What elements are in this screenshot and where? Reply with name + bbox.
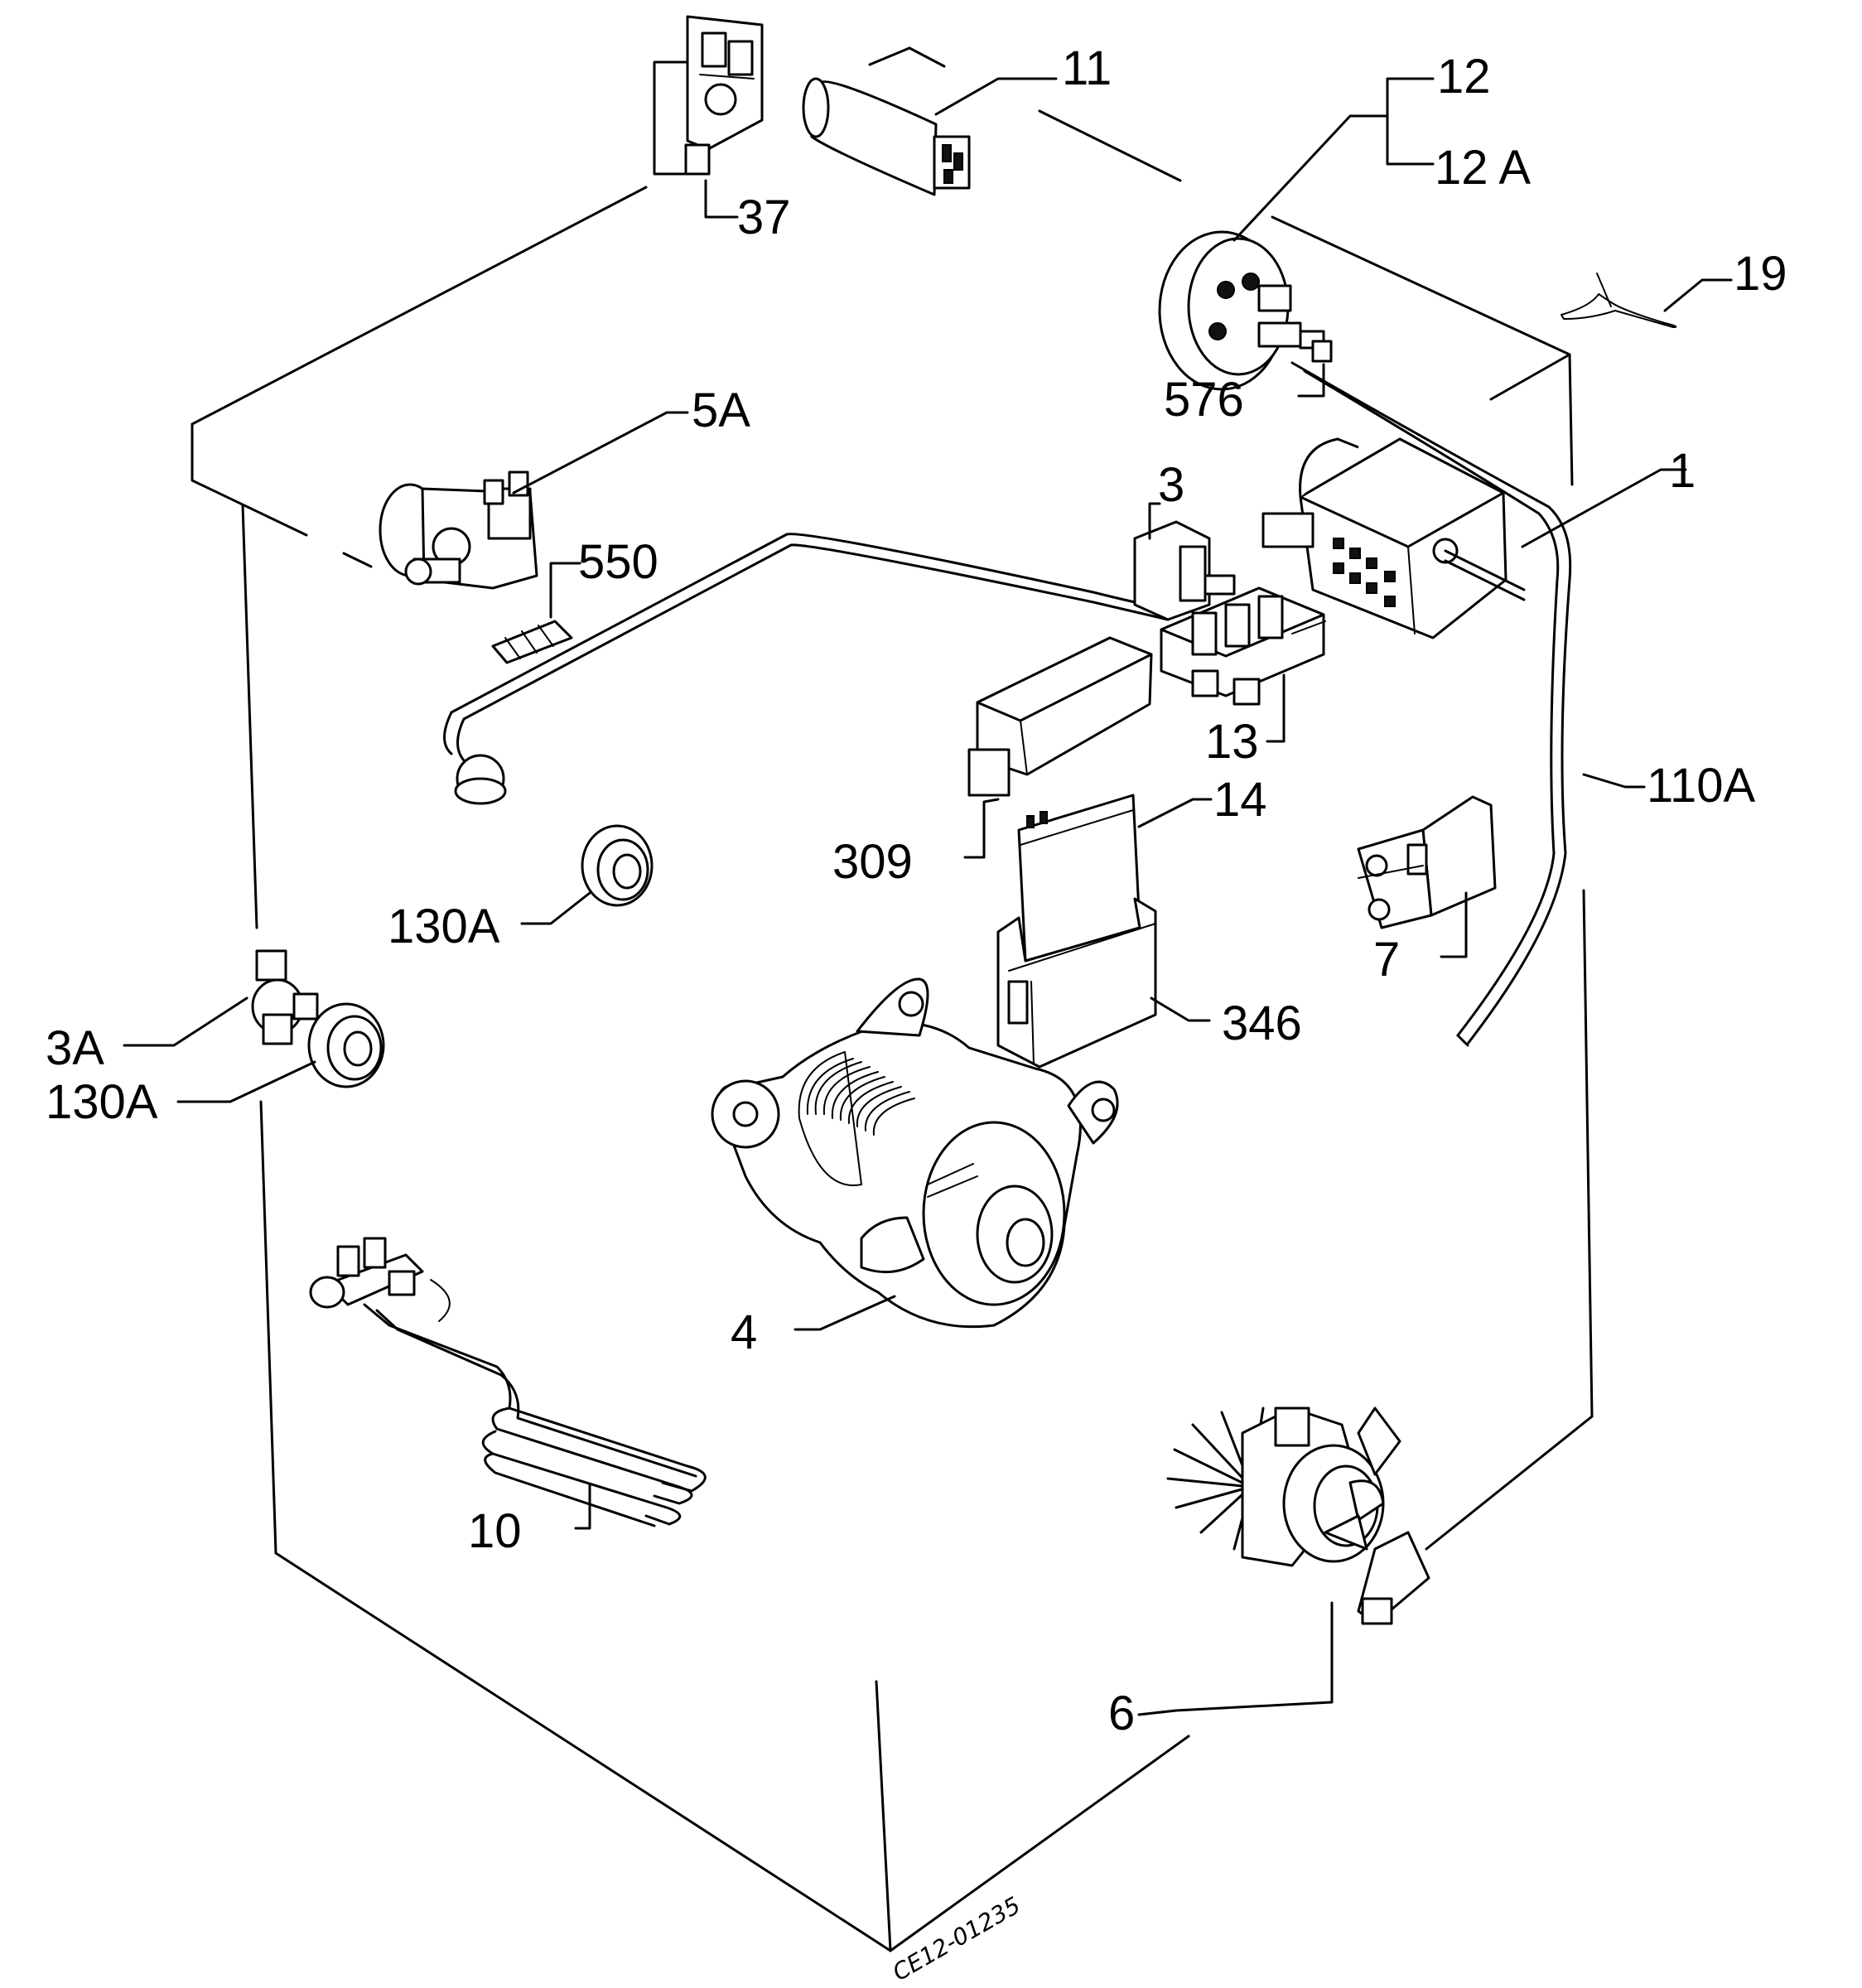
- callout-12: 12: [1437, 50, 1491, 104]
- leader-130a-upper: [520, 891, 591, 925]
- programmer-timer-part: [1261, 437, 1526, 639]
- callout-13: 13: [1205, 715, 1259, 769]
- motor-part: [711, 977, 1119, 1329]
- switch-block-part: [1160, 586, 1326, 706]
- callout-7: 7: [1373, 933, 1400, 987]
- leader-4: [794, 1295, 896, 1331]
- hose-part: [1290, 361, 1572, 1047]
- leader-550: [549, 562, 581, 619]
- leader-309: [963, 798, 1000, 859]
- leader-12a: [1386, 114, 1435, 166]
- door-interlock-part: [1357, 795, 1497, 929]
- callout-10: 10: [468, 1504, 522, 1558]
- callout-130a-lower: 130A: [46, 1075, 158, 1129]
- callout-576: 576: [1164, 373, 1244, 427]
- callout-11: 11: [1062, 41, 1112, 95]
- bushing-upper-part: [581, 824, 654, 907]
- leader-6: [1137, 1601, 1334, 1716]
- leader-3a: [123, 996, 248, 1047]
- callout-6: 6: [1108, 1686, 1135, 1740]
- callout-110a: 110A: [1647, 759, 1755, 813]
- filter-part: [491, 620, 573, 664]
- heating-element-part: [309, 1237, 707, 1527]
- leader-19: [1663, 278, 1733, 312]
- callout-346: 346: [1222, 996, 1302, 1050]
- leader-12: [1232, 77, 1435, 242]
- leader-13: [1266, 673, 1286, 743]
- callout-5a: 5A: [692, 384, 750, 437]
- leader-576: [1297, 363, 1325, 398]
- motor-windings: [798, 1051, 915, 1186]
- bushing-lower-part: [307, 1002, 385, 1088]
- suppressor-small-part: [251, 949, 319, 1045]
- callout-19: 19: [1734, 247, 1787, 301]
- drain-pump-part: [1166, 1407, 1430, 1625]
- callout-3a: 3A: [46, 1021, 104, 1075]
- pressure-tube-part: [443, 533, 1170, 805]
- capacitor-part: [802, 77, 971, 196]
- leader-11: [934, 77, 1058, 116]
- leader-130a-lower: [176, 1060, 316, 1103]
- inlet-valve-part: [379, 470, 538, 590]
- leader-110a: [1582, 773, 1646, 789]
- cover-part: [967, 636, 1153, 797]
- callout-309: 309: [832, 835, 913, 889]
- door-lock-part: [653, 15, 764, 176]
- cabinet-outline: [191, 46, 1594, 1952]
- callout-550: 550: [578, 535, 658, 589]
- callout-12a: 12 A: [1435, 141, 1531, 195]
- leader-10: [574, 1483, 591, 1530]
- clip-part: [1561, 273, 1677, 328]
- housing-box-part: [996, 897, 1157, 1069]
- leader-1: [1521, 468, 1687, 548]
- callout-4: 4: [731, 1305, 757, 1359]
- pressure-switch-part: [1158, 230, 1333, 391]
- leader-14: [1137, 798, 1213, 828]
- callout-14: 14: [1213, 773, 1267, 827]
- leader-346: [1150, 996, 1211, 1022]
- callout-130a-upper: 130A: [388, 900, 500, 953]
- leader-5a: [512, 411, 689, 495]
- leader-7: [1440, 891, 1468, 958]
- suppressor-part: [1133, 520, 1236, 621]
- callout-37: 37: [737, 191, 791, 244]
- leader-37: [704, 179, 739, 219]
- leader-3: [1148, 502, 1161, 540]
- callout-3: 3: [1158, 458, 1184, 512]
- callout-1: 1: [1669, 444, 1696, 498]
